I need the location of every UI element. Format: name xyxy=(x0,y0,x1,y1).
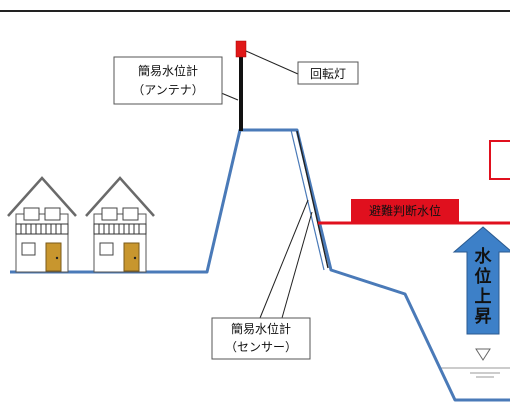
rise-char-1: 水 xyxy=(475,246,493,267)
rise-char-3: 上 xyxy=(475,287,492,307)
callout-beacon-label: 回転灯 xyxy=(310,67,346,81)
callout-sensor-line1: 簡易水位計 xyxy=(231,321,291,336)
water-rise-arrow: 水 位 上 昇 xyxy=(452,226,510,335)
rise-char-2: 位 xyxy=(475,266,492,287)
beacon-light-icon xyxy=(235,40,247,58)
callout-antenna-line2: （アンテナ） xyxy=(132,83,204,97)
callout-sensor: 簡易水位計 （センサー） xyxy=(211,199,313,360)
water-surface xyxy=(440,367,510,378)
callout-antenna: 簡易水位計 （アンテナ） xyxy=(113,56,239,105)
embankment-outline xyxy=(10,128,510,402)
callout-sensor-line2: （センサー） xyxy=(225,340,297,354)
partial-red-box xyxy=(489,140,510,180)
sensor-pipe xyxy=(296,130,329,269)
water-level-marker xyxy=(475,348,491,361)
evacuation-level-label: 避難判断水位 xyxy=(369,203,441,218)
callout-beacon: 回転灯 xyxy=(245,50,359,85)
rise-char-4: 昇 xyxy=(475,307,492,327)
house-icon xyxy=(85,176,155,273)
callout-antenna-line1: 簡易水位計 xyxy=(138,63,198,78)
evacuation-level-tag xyxy=(351,199,459,222)
house-icon xyxy=(7,176,77,273)
